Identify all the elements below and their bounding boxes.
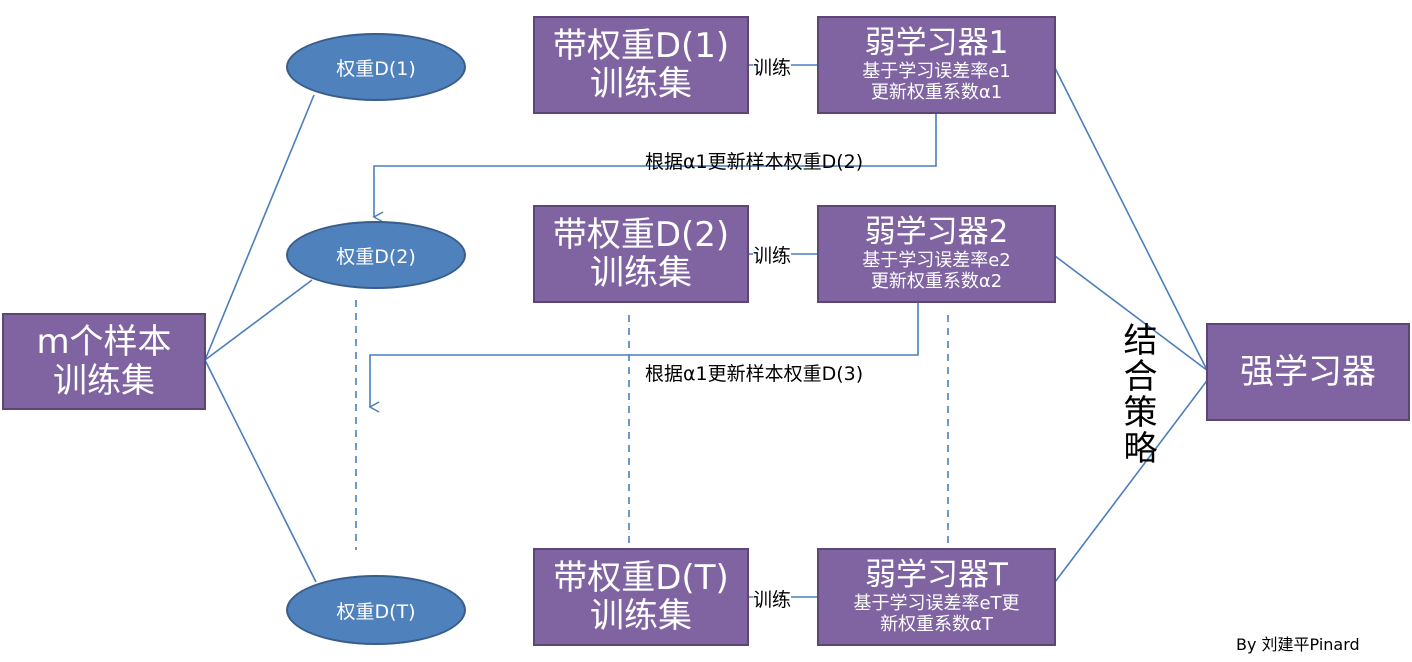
weight-d1: 权重D(1) bbox=[286, 33, 466, 101]
weak-learner-2-line2: 更新权重系数α2 bbox=[870, 271, 1003, 293]
weak-learner-2-title: 弱学习器2 bbox=[864, 214, 1009, 251]
weak-learner-1-line2: 更新权重系数α1 bbox=[870, 82, 1003, 104]
weight-d2: 权重D(2) bbox=[286, 221, 466, 289]
link-source-weight2 bbox=[204, 279, 313, 361]
weak-learner-t-line1: 基于学习误差率eT更 bbox=[853, 592, 1020, 614]
train-label-1: 训练 bbox=[753, 53, 792, 80]
train-label-t: 训练 bbox=[753, 585, 792, 612]
update-arrow-1 bbox=[372, 113, 937, 223]
train-set-2-line2: 训练集 bbox=[590, 253, 692, 293]
weak-learner-1-line1: 基于学习误差率e1 bbox=[862, 60, 1011, 82]
weak-learner-1: 弱学习器1 基于学习误差率e1 更新权重系数α1 bbox=[817, 16, 1056, 114]
train-set-t-line2: 训练集 bbox=[590, 596, 692, 636]
link-source-weightT bbox=[204, 359, 317, 583]
train-label-2: 训练 bbox=[753, 241, 792, 268]
weak-learner-2: 弱学习器2 基于学习误差率e2 更新权重系数α2 bbox=[817, 205, 1056, 303]
author-credit: By 刘建平Pinard bbox=[1236, 635, 1360, 654]
link-learner2-strong bbox=[1054, 255, 1213, 375]
source-line1: m个样本 bbox=[36, 322, 172, 363]
weighted-train-set-1: 带权重D(1) 训练集 bbox=[533, 16, 749, 114]
weak-learner-1-title: 弱学习器1 bbox=[864, 25, 1009, 62]
train-set-1-line1: 带权重D(1) bbox=[552, 25, 730, 66]
update-label-1: 根据α1更新样本权重D(2) bbox=[645, 151, 864, 173]
update-arrow-2 bbox=[368, 302, 919, 413]
train-set-1-line2: 训练集 bbox=[590, 64, 692, 104]
weight-d2-label: 权重D(2) bbox=[336, 245, 416, 268]
source-training-set: m个样本 训练集 bbox=[2, 313, 206, 410]
weak-learner-t-title: 弱学习器T bbox=[865, 557, 1008, 594]
source-line2: 训练集 bbox=[53, 360, 155, 401]
weak-learner-t-line2: 新权重系数αT bbox=[880, 614, 993, 636]
weak-learner-2-line1: 基于学习误差率e2 bbox=[862, 249, 1011, 271]
weight-d1-label: 权重D(1) bbox=[336, 57, 416, 80]
train-set-2-line1: 带权重D(2) bbox=[552, 214, 730, 255]
strong-learner: 强学习器 bbox=[1206, 323, 1410, 421]
weak-learner-t: 弱学习器T 基于学习误差率eT更 新权重系数αT bbox=[817, 548, 1056, 646]
weighted-train-set-t: 带权重D(T) 训练集 bbox=[533, 548, 749, 646]
link-source-weight1 bbox=[204, 94, 315, 361]
weight-dt: 权重D(T) bbox=[286, 575, 466, 645]
link-learnerT-strong bbox=[1054, 373, 1213, 583]
train-set-t-line1: 带权重D(T) bbox=[553, 557, 729, 598]
combine-strategy-label: 结合策略 bbox=[1117, 322, 1157, 466]
update-label-2: 根据α1更新样本权重D(3) bbox=[645, 363, 864, 385]
weight-dt-label: 权重D(T) bbox=[336, 600, 416, 623]
weighted-train-set-2: 带权重D(2) 训练集 bbox=[533, 205, 749, 303]
strong-learner-label: 强学习器 bbox=[1240, 351, 1376, 392]
link-learner1-strong bbox=[1054, 67, 1213, 381]
